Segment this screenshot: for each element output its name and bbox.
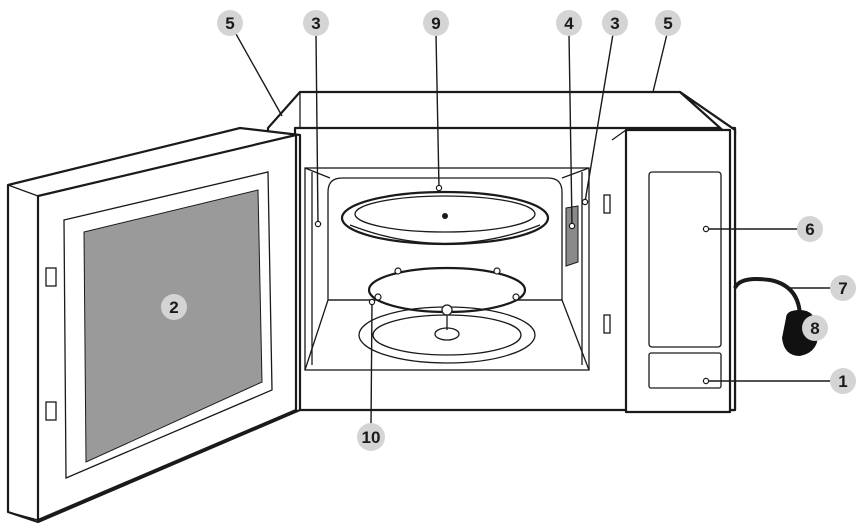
svg-text:6: 6: [805, 220, 814, 239]
door-latch-bottom: [45, 401, 57, 421]
cavity-opening: [304, 167, 590, 371]
callout-8: 8: [802, 315, 828, 341]
svg-text:5: 5: [225, 14, 234, 33]
control-panel-frame: [624, 128, 732, 414]
svg-text:8: 8: [810, 319, 819, 338]
svg-text:7: 7: [838, 279, 847, 298]
callout-10: 10: [357, 423, 385, 451]
door-window: [83, 189, 263, 463]
svg-text:3: 3: [610, 14, 619, 33]
svg-text:3: 3: [311, 14, 320, 33]
callout-9: 9: [423, 10, 449, 36]
callout-5-right: 5: [655, 10, 681, 36]
callout-6: 6: [797, 216, 823, 242]
svg-text:5: 5: [663, 14, 672, 33]
door: [6, 126, 302, 524]
callout-5-left: 5: [217, 10, 243, 36]
svg-text:4: 4: [564, 14, 574, 33]
cavity-back-wall: [327, 177, 563, 301]
waveguide-cover: [565, 205, 579, 267]
door-latch-top: [45, 267, 57, 287]
callout-3-right: 3: [602, 10, 628, 36]
callout-4: 4: [556, 10, 582, 36]
turntable-ring: [358, 266, 536, 364]
callout-3-left: 3: [303, 10, 329, 36]
power-cord: [733, 277, 819, 356]
callout-7: 7: [830, 275, 856, 301]
control-panel-keypad: [648, 171, 722, 348]
grill-rack: [340, 190, 550, 246]
svg-text:2: 2: [169, 298, 178, 317]
cavity: [304, 167, 590, 371]
callouts: 5 3 9 4 3 5 2 6: [161, 10, 856, 451]
svg-text:10: 10: [362, 428, 381, 447]
leader-lines: [235, 33, 831, 427]
callout-2: 2: [161, 294, 187, 320]
door-open-button: [648, 352, 722, 389]
svg-text:9: 9: [431, 14, 440, 33]
control-panel: [603, 128, 732, 414]
svg-text:1: 1: [838, 372, 847, 391]
callout-1: 1: [830, 368, 856, 394]
door-window-frame: [63, 171, 273, 479]
